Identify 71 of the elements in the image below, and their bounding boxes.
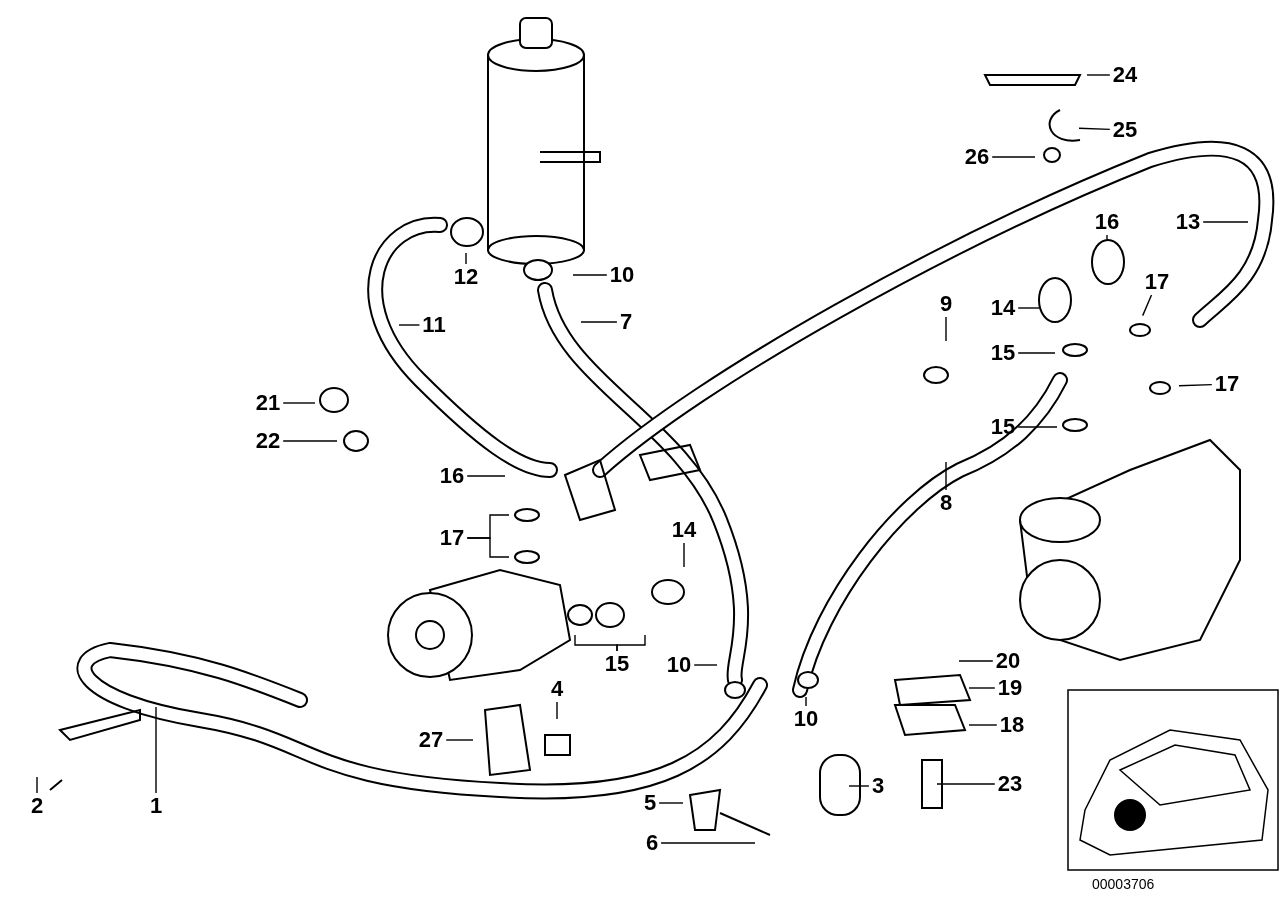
callout-number: 5	[642, 791, 658, 815]
callout-number: 20	[994, 649, 1022, 673]
leader-line	[36, 776, 38, 794]
callout-number: 4	[549, 677, 565, 701]
callout-number: 25	[1111, 118, 1139, 142]
leader-line	[1078, 127, 1111, 131]
callout-number: 27	[417, 728, 445, 752]
callout-number: 16	[1093, 210, 1121, 234]
callout-number: 17	[1213, 372, 1241, 396]
drawing-number: 00003706	[1092, 876, 1155, 892]
leader-line	[1017, 426, 1058, 428]
leader-line	[968, 687, 996, 689]
leader-line	[683, 542, 685, 568]
leader-line	[1202, 221, 1249, 223]
leader-line	[1142, 294, 1153, 317]
callout-number: 22	[254, 429, 282, 453]
leader-line	[282, 402, 316, 404]
leader-line	[848, 785, 870, 787]
callout-number: 21	[254, 391, 282, 415]
callout-number: 6	[644, 831, 660, 855]
callout-number: 11	[421, 313, 447, 337]
callout-number: 2	[29, 794, 45, 818]
callout-number: 7	[618, 310, 634, 334]
callout-number: 12	[452, 265, 480, 289]
callout-number: 17	[1143, 270, 1171, 294]
leader-line	[936, 783, 996, 785]
callout-number: 18	[998, 713, 1026, 737]
callout-number: 15	[989, 341, 1017, 365]
leader-line	[155, 706, 157, 794]
callout-number: 23	[996, 772, 1024, 796]
callout-number: 3	[870, 774, 886, 798]
leader-line	[1017, 307, 1040, 309]
leader-line	[398, 324, 421, 326]
callout-number: 14	[670, 518, 698, 542]
leader-line	[968, 724, 998, 726]
leader-line	[556, 701, 558, 720]
callout-number: 10	[665, 653, 693, 677]
callout-number: 15	[603, 652, 631, 676]
callout-number: 8	[938, 491, 954, 515]
callout-number: 17	[438, 526, 466, 550]
callout-number: 15	[989, 415, 1017, 439]
leader-line	[282, 440, 338, 442]
leader-line	[660, 842, 756, 844]
leader-line	[572, 274, 608, 276]
leader-line	[991, 156, 1036, 158]
leader-line	[958, 660, 994, 662]
leader-line	[805, 696, 807, 707]
leader-line	[1178, 383, 1213, 387]
leader-line	[1086, 74, 1111, 76]
callout-number: 14	[989, 296, 1017, 320]
leader-line	[658, 802, 684, 804]
leader-line	[445, 739, 474, 741]
callout-number: 1	[148, 794, 164, 818]
leader-line	[465, 252, 467, 265]
callout-number: 16	[438, 464, 466, 488]
leader-line	[945, 316, 947, 342]
callout-number: 26	[963, 145, 991, 169]
callout-number: 10	[608, 263, 636, 287]
callout-number: 19	[996, 676, 1024, 700]
callout-number: 9	[938, 292, 954, 316]
leader-line	[693, 664, 718, 666]
leader-line	[580, 321, 618, 323]
callout-number: 13	[1174, 210, 1202, 234]
leader-line	[616, 634, 646, 652]
leader-line	[466, 537, 510, 558]
leader-line	[945, 461, 947, 491]
callout-number: 24	[1111, 63, 1139, 87]
leader-line	[1106, 234, 1108, 242]
leader-line	[466, 475, 506, 477]
callout-number: 10	[792, 707, 820, 731]
leader-line	[1017, 352, 1056, 354]
